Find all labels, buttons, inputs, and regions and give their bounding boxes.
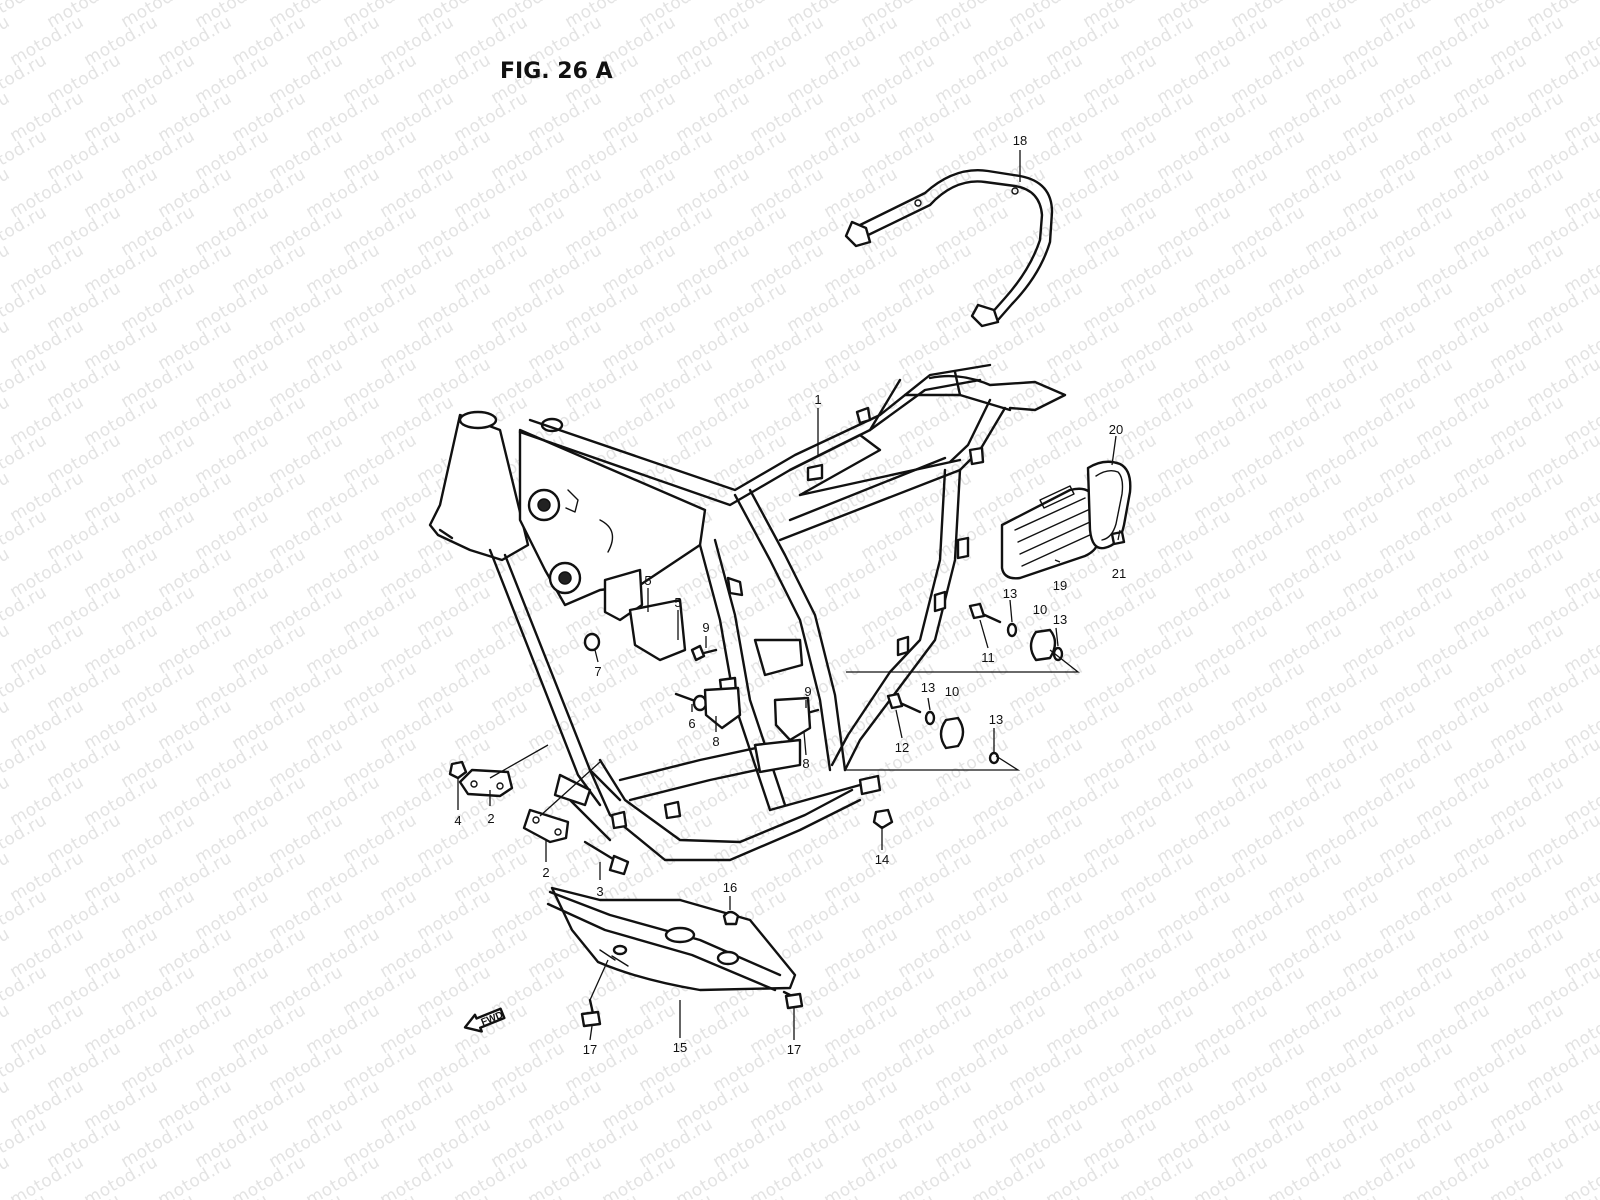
callout-10-a: 10 [1033, 602, 1047, 617]
part-15-skid-plate [546, 886, 797, 992]
part-11-bolt [968, 602, 1002, 624]
part-13-washer-d [988, 751, 1000, 765]
part-1-main-frame [428, 363, 1067, 862]
callout-1: 1 [814, 392, 821, 407]
figure-title: FIG. 26 A [500, 59, 613, 84]
part-13-washer-a [1006, 622, 1018, 638]
callout-17-a: 17 [583, 1042, 597, 1057]
leader-lines [457, 150, 1121, 1041]
callout-10-b: 10 [945, 684, 959, 699]
part-13-washer-c [924, 710, 936, 726]
callout-2-lower: 2 [542, 865, 549, 880]
callout-19: 19 [1053, 578, 1067, 593]
callout-4: 4 [454, 813, 461, 828]
part-10-cushion-lower [939, 716, 965, 750]
part-19-tool-box [1000, 485, 1100, 580]
part-6-bolt [674, 692, 708, 712]
part-12-bolt [886, 692, 922, 714]
part-9-bolt-upper [690, 644, 718, 662]
part-17-bolt-right [782, 990, 804, 1010]
part-10-cushion-upper [1029, 628, 1057, 662]
callout-9-b: 9 [804, 684, 811, 699]
part-3-bolt [583, 840, 630, 876]
watermark-text: motod.ru [1598, 0, 1600, 32]
callout-11: 11 [981, 650, 995, 665]
part-18-grab-rail [844, 169, 1054, 328]
callout-2-upper: 2 [487, 811, 494, 826]
callout-17-b: 17 [787, 1042, 801, 1057]
callout-3: 3 [596, 884, 603, 899]
part-7-nut [583, 632, 601, 652]
callout-13-a: 13 [1003, 586, 1017, 601]
callout-13-c: 13 [921, 680, 935, 695]
callout-21: 21 [1112, 566, 1126, 581]
part-8-bracket-upper [703, 686, 742, 730]
callout-8-a: 8 [712, 734, 719, 749]
callout-8-b: 8 [802, 756, 809, 771]
part-8-bracket-lower [773, 696, 812, 742]
callout-14: 14 [875, 852, 889, 867]
callout-13-d: 13 [989, 712, 1003, 727]
callout-5-a: 5 [644, 573, 651, 588]
part-14-nut [872, 808, 894, 830]
part-2-plate-lower [522, 808, 570, 844]
callout-20: 20 [1109, 422, 1123, 437]
callout-9-a: 9 [702, 620, 709, 635]
callout-6: 6 [688, 716, 695, 731]
callout-7: 7 [594, 664, 601, 679]
callouts: 18 1 20 19 21 2 2 3 4 5 5 6 7 8 8 9 9 10… [454, 133, 1126, 1057]
callout-13-b: 13 [1053, 612, 1067, 627]
part-13-washer-b [1052, 646, 1064, 662]
part-16-grommet [722, 910, 740, 926]
callout-18: 18 [1013, 133, 1027, 148]
callout-16: 16 [723, 880, 737, 895]
callout-5-b: 5 [674, 595, 681, 610]
callout-12: 12 [895, 740, 909, 755]
part-2-plate-upper [458, 768, 514, 798]
part-17-bolt-left [580, 998, 602, 1028]
part-4-nut [448, 760, 468, 780]
callout-15: 15 [673, 1040, 687, 1055]
